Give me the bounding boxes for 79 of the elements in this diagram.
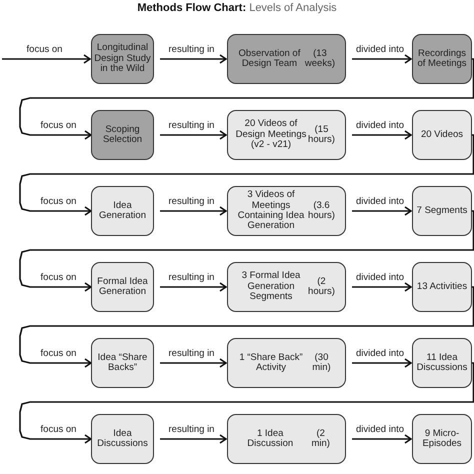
duration-text: (13 weeks): [304, 48, 335, 70]
box-text: Scoping Selection: [102, 124, 144, 146]
box-text: 1 Idea Discussion: [246, 428, 294, 450]
box-text: Idea Discussions: [96, 428, 149, 450]
box-text: Idea “Share Backs”: [96, 352, 148, 374]
edge-label: resulting in: [168, 424, 216, 435]
process-box: [412, 338, 472, 388]
edge-label: resulting in: [168, 44, 216, 55]
box-text: Longitudinal Design Study in the Wild: [94, 43, 151, 75]
edge-label: resulting in: [168, 120, 216, 131]
arrow: [19, 134, 474, 216]
arrow: [160, 130, 227, 140]
arrow: [160, 54, 227, 64]
result-box: [227, 34, 346, 84]
chart-title: Methods Flow Chart: Levels of Analysis: [136, 2, 338, 14]
box-text: 13 Activities: [416, 282, 468, 292]
box-text: Idea Generation: [98, 200, 147, 222]
edge-label: divided into: [354, 348, 406, 359]
process-box: [412, 110, 472, 160]
result-box: [227, 414, 346, 464]
edge-label: resulting in: [168, 272, 216, 283]
process-box: [412, 34, 472, 84]
duration-text: (2 min): [310, 428, 331, 450]
edge-label: focus on: [40, 424, 78, 435]
box-text: Observation of Design Team: [238, 48, 302, 70]
result-box: [227, 338, 346, 388]
box-text: 1 “Share Back” Activity: [238, 352, 304, 374]
arrow: [19, 286, 474, 368]
process-box: [412, 262, 472, 312]
arrow: [352, 282, 412, 292]
process-box: [91, 110, 154, 160]
process-box: [91, 34, 154, 84]
process-box: [91, 186, 154, 236]
box-text: Recordings of Meetings: [416, 48, 468, 70]
edge-label: focus on: [40, 120, 78, 131]
duration-text: (2 hours): [308, 276, 335, 298]
process-box: [412, 186, 472, 236]
edge-label: divided into: [354, 424, 406, 435]
arrow: [19, 58, 474, 140]
edge-label: resulting in: [168, 348, 216, 359]
box-text: 11 Idea Discussions: [416, 352, 468, 374]
edge-label: focus on: [40, 272, 78, 283]
arrow: [352, 434, 412, 444]
arrow: [160, 282, 227, 292]
arrow: [19, 362, 474, 444]
edge-label: resulting in: [168, 196, 216, 207]
edge-label: divided into: [354, 196, 406, 207]
box-text: 9 Micro-Episodes: [421, 428, 463, 450]
box-text: 20 Videos: [420, 130, 464, 140]
arrow: [160, 434, 227, 444]
duration-text: (15 hours): [308, 124, 335, 146]
box-text: 7 Segments: [416, 206, 468, 216]
edge-label: divided into: [354, 120, 406, 131]
box-text: 3 Formal Idea Generation Segments: [240, 271, 302, 303]
process-box: [91, 414, 154, 464]
edge-label: focus on: [40, 348, 78, 359]
edge-label: focus on: [40, 196, 78, 207]
edge-label: divided into: [354, 272, 406, 283]
box-text: 20 Videos of Design Meetings (v2 - v21): [234, 119, 308, 151]
duration-text: (30 min): [311, 352, 332, 374]
process-box: [412, 414, 472, 464]
box-text: 3 Videos of Meetings Containing Idea Generation: [236, 190, 306, 232]
result-box: [227, 186, 346, 236]
process-box: [91, 262, 154, 312]
arrow: [2, 54, 91, 64]
arrow: [160, 206, 227, 216]
result-box: [227, 110, 346, 160]
arrow: [352, 358, 412, 368]
arrow: [352, 206, 412, 216]
arrow: [160, 358, 227, 368]
edge-label: focus on: [26, 44, 64, 55]
arrow: [19, 210, 474, 292]
arrow: [352, 130, 412, 140]
result-box: [227, 262, 346, 312]
edge-label: divided into: [354, 44, 406, 55]
box-text: Formal Idea Generation: [96, 276, 149, 298]
process-box: [91, 338, 154, 388]
duration-text: (3.6 hours): [308, 200, 335, 222]
arrow: [352, 54, 412, 64]
